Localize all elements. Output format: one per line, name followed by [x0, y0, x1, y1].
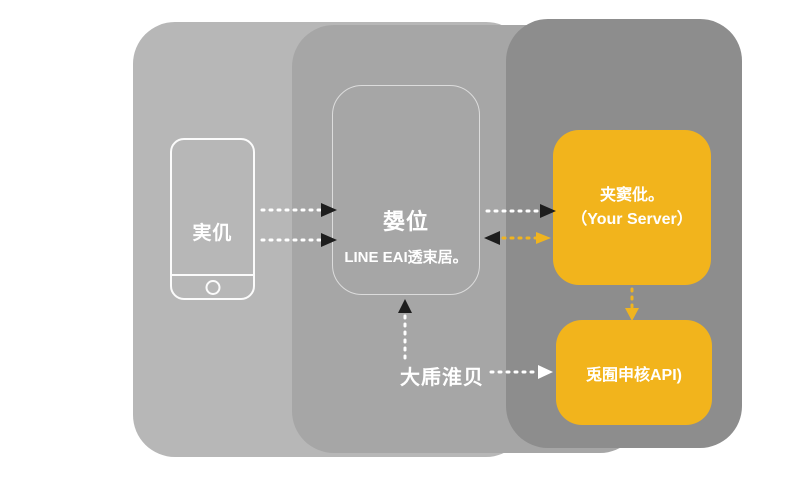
phone-screen-divider	[172, 274, 253, 276]
phone-home-button-icon	[205, 280, 220, 295]
server-box-line1: 夹窦仳。	[599, 186, 664, 204]
middle-box: 嫢位 LINE EAI透束居。	[332, 85, 480, 295]
phone-icon: 実仉	[170, 138, 255, 300]
server-box-line2: （Your Server）	[571, 210, 693, 228]
phone-label: 実仉	[192, 223, 233, 244]
flow-label: 大乕淮贝	[400, 367, 484, 389]
middle-box-subtitle: LINE EAI透束居。	[344, 249, 468, 266]
api-box: 兎囿申核API)	[556, 320, 712, 425]
middle-box-title: 嫢位	[382, 209, 429, 234]
api-box-label: 兎囿申核API)	[585, 366, 682, 384]
server-box: 夹窦仳。 （Your Server）	[553, 130, 711, 285]
